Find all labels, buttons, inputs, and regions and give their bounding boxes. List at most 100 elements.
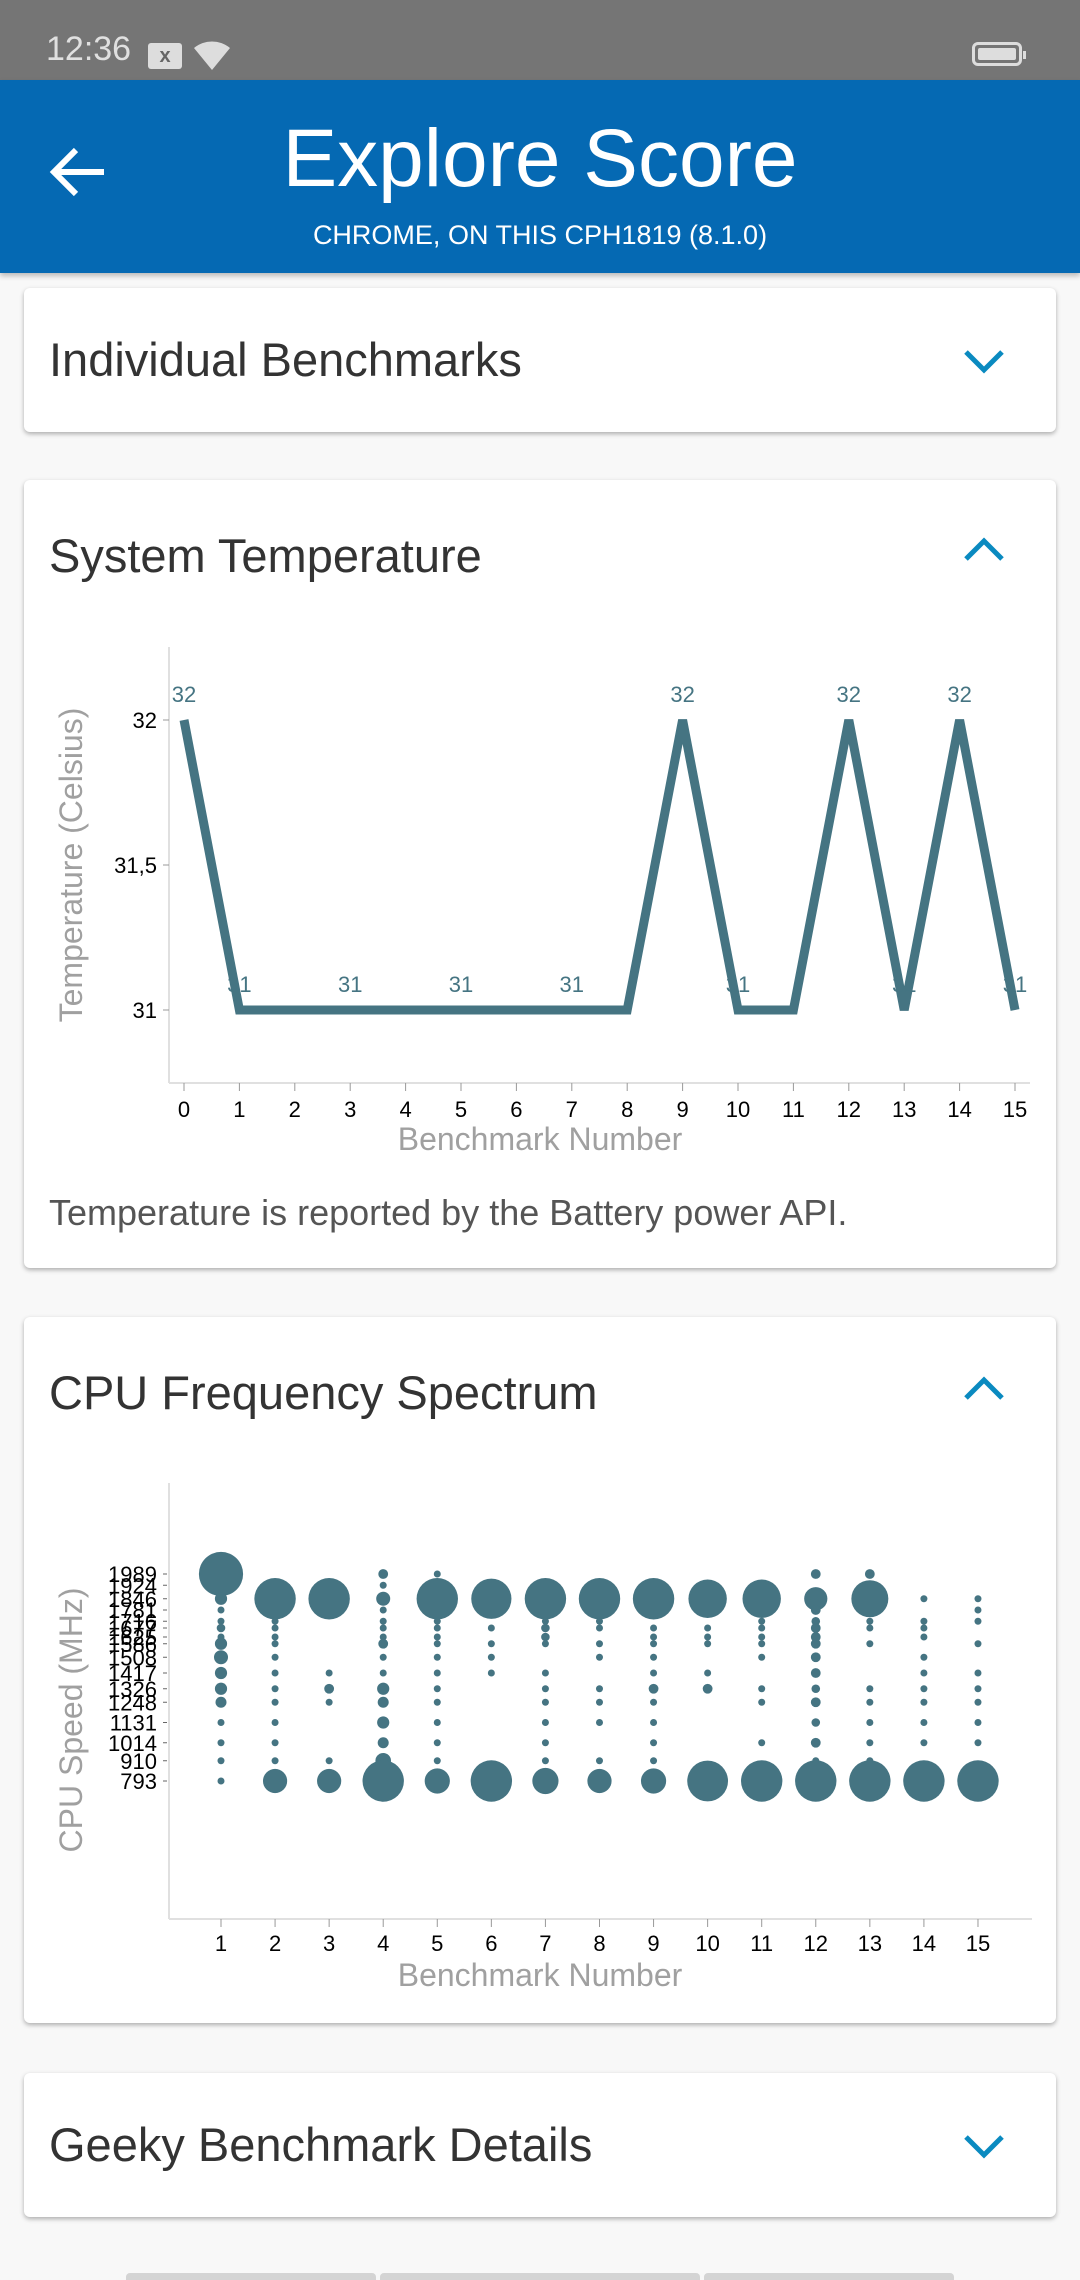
x-tick-label: 15 (1003, 1097, 1027, 1122)
y-tick-label: 910 (120, 1749, 157, 1774)
frequency-bubble (650, 1653, 658, 1661)
frequency-bubble (974, 1595, 982, 1603)
x-tick-label: 9 (676, 1097, 688, 1122)
frequency-bubble (377, 1682, 390, 1695)
frequency-bubble (866, 1698, 874, 1706)
frequency-bubble (271, 1757, 279, 1765)
bottom-tab-1[interactable] (126, 2273, 376, 2280)
frequency-bubble (866, 1685, 874, 1693)
frequency-bubble (524, 1578, 567, 1620)
data-label: 32 (947, 682, 971, 707)
x-tick-label: 0 (178, 1097, 190, 1122)
frequency-bubble (974, 1606, 982, 1614)
battery-icon (972, 42, 1026, 66)
frequency-bubble (974, 1685, 982, 1693)
frequency-bubble (595, 1653, 603, 1661)
frequency-bubble (810, 1605, 821, 1615)
frequency-bubble (433, 1624, 441, 1632)
frequency-bubble (362, 1760, 404, 1802)
data-label: 31 (726, 972, 750, 997)
frequency-bubble (377, 1696, 389, 1708)
frequency-bubble (541, 1640, 549, 1648)
frequency-bubble (541, 1617, 549, 1625)
y-axis-title: Temperature (Celsius) (53, 708, 89, 1023)
y-tick-label: 31,5 (114, 853, 157, 878)
y-tick-label: 1586 (108, 1632, 157, 1657)
frequency-bubble (433, 1685, 441, 1693)
frequency-bubble (632, 1578, 675, 1620)
frequency-bubble (541, 1685, 549, 1693)
bottom-tab-2[interactable] (380, 2273, 700, 2280)
frequency-bubble (271, 1685, 279, 1693)
frequency-bubble (742, 1579, 781, 1618)
data-label: 32 (670, 682, 694, 707)
frequency-bubble (325, 1669, 333, 1677)
frequency-bubble (317, 1768, 342, 1794)
frequency-bubble (217, 1617, 225, 1625)
frequency-bubble (920, 1698, 928, 1706)
frequency-bubble (920, 1719, 928, 1726)
frequency-bubble (810, 1632, 821, 1642)
frequency-bubble (758, 1624, 766, 1632)
notification-icon: x (148, 43, 182, 69)
frequency-bubble (957, 1760, 999, 1802)
chevron-down-icon[interactable] (962, 2131, 1006, 2161)
frequency-bubble (866, 1617, 874, 1625)
frequency-bubble (487, 1624, 495, 1632)
frequency-bubble (433, 1653, 441, 1661)
frequency-bubble (379, 1633, 387, 1641)
frequency-bubble (640, 1768, 667, 1794)
frequency-bubble (377, 1737, 389, 1749)
frequency-bubble (811, 1616, 821, 1626)
frequency-bubble (254, 1578, 296, 1620)
x-tick-label: 8 (621, 1097, 633, 1122)
frequency-bubble (487, 1653, 495, 1661)
chevron-down-icon[interactable] (962, 346, 1006, 376)
frequency-bubble (595, 1617, 603, 1625)
frequency-bubble (217, 1777, 225, 1785)
x-tick-label: 4 (399, 1097, 411, 1122)
frequency-bubble (541, 1632, 550, 1642)
x-tick-label: 11 (750, 1931, 773, 1956)
frequency-bubble (702, 1683, 713, 1694)
status-time: 12:36 (46, 30, 132, 68)
x-tick-label: 2 (289, 1097, 301, 1122)
chevron-up-icon[interactable] (962, 1374, 1006, 1404)
bottom-tab-3[interactable] (704, 2273, 954, 2280)
page-subtitle: CHROME, ON THIS CPH1819 (8.1.0) (312, 220, 768, 250)
x-tick-label: 7 (566, 1097, 578, 1122)
frequency-bubble (271, 1669, 279, 1677)
frequency-bubble (758, 1633, 766, 1641)
frequency-bubble (795, 1760, 837, 1802)
frequency-bubble (217, 1739, 225, 1747)
frequency-bubble (974, 1617, 982, 1625)
app-header: Explore Score CHROME, ON THIS CPH1819 (8… (0, 80, 1080, 273)
frequency-bubble (271, 1653, 279, 1661)
frequency-bubble (487, 1669, 495, 1677)
frequency-bubble (214, 1650, 228, 1665)
y-tick-label: 1014 (108, 1731, 157, 1756)
frequency-bubble (704, 1624, 712, 1632)
frequency-bubble (758, 1617, 766, 1625)
frequency-bubble (271, 1640, 279, 1648)
frequency-bubble (704, 1640, 712, 1648)
data-label: 31 (338, 972, 362, 997)
frequency-bubble (308, 1578, 350, 1620)
x-tick-label: 1 (233, 1097, 245, 1122)
frequency-bubble (974, 1739, 982, 1747)
frequency-bubble (541, 1669, 549, 1677)
frequency-bubble (920, 1595, 928, 1603)
x-tick-label: 8 (593, 1931, 605, 1956)
frequency-bubble (864, 1569, 875, 1579)
frequency-bubble (487, 1640, 495, 1648)
frequency-bubble (433, 1698, 441, 1706)
geeky-benchmark-details-card[interactable]: Geeky Benchmark Details (24, 2073, 1056, 2217)
back-arrow-icon[interactable] (46, 140, 110, 204)
frequency-bubble (433, 1570, 441, 1578)
individual-benchmarks-card[interactable]: Individual Benchmarks (24, 288, 1056, 432)
cpu-frequency-chart: 1989192418461781171616771625158615081417… (53, 1483, 1032, 1993)
frequency-bubble (920, 1624, 928, 1632)
data-label: 31 (227, 972, 251, 997)
frequency-bubble (214, 1682, 228, 1695)
chevron-up-icon[interactable] (962, 535, 1006, 565)
